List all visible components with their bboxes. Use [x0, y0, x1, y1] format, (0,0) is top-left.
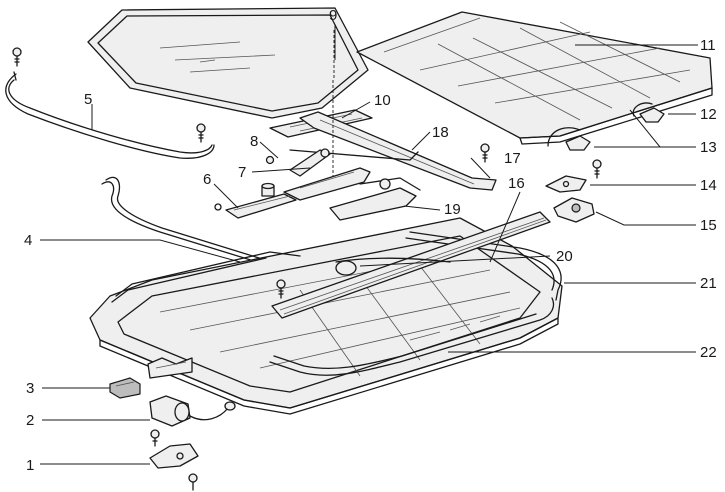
callout-11: 11: [700, 37, 716, 54]
callout-14: 14: [700, 177, 717, 194]
drive-cable: [101, 176, 273, 267]
glass-panel: [87, 7, 369, 119]
callout-3: 3: [26, 380, 34, 397]
clip-13a: [547, 127, 591, 151]
guide-block-15: [553, 197, 595, 223]
bracket-1: [149, 443, 199, 469]
rail-22: [269, 297, 555, 376]
callout-7: 7: [238, 164, 246, 181]
callout-17: 17: [504, 150, 521, 167]
screw-14: [592, 159, 602, 179]
motor-2: [149, 395, 236, 427]
wind-deflector-16: [271, 211, 551, 319]
callout-8: 8: [250, 133, 258, 150]
guide-rail-17: [299, 111, 497, 191]
callout-20: 20: [556, 248, 573, 265]
callout-1: 1: [26, 457, 34, 474]
callout-15: 15: [700, 217, 717, 234]
sunroof-frame: [89, 217, 563, 415]
callout-9: 9: [329, 7, 337, 24]
leader-lines: [40, 24, 698, 465]
rail-21: [405, 231, 562, 301]
callout-13: 13: [700, 139, 717, 156]
callout-4: 4: [24, 232, 32, 249]
screw-1: [188, 473, 198, 491]
bracket-6: [214, 193, 297, 219]
bushing-6: [261, 182, 275, 197]
slider-assembly: [283, 167, 421, 221]
lever-7: [289, 148, 331, 177]
sunshade-panel: [356, 11, 713, 145]
callout-19: 19: [444, 201, 461, 218]
callout-21: 21: [700, 275, 717, 292]
mount-bracket: [147, 357, 193, 379]
screw-5b: [196, 123, 206, 143]
callout-22: 22: [700, 344, 717, 361]
pin-8: [265, 155, 275, 165]
callout-10: 10: [374, 92, 391, 109]
callout-18: 18: [432, 124, 449, 141]
callout-2: 2: [26, 412, 34, 429]
left-rail: [111, 251, 301, 303]
screw-5a: [12, 47, 22, 67]
callout-6: 6: [203, 171, 211, 188]
screw-2: [150, 429, 160, 447]
screw-17: [480, 143, 490, 163]
callout-labels: 1 2 3 4 5 6 7 8 9 10 11 12 13 14 15 16 1…: [24, 7, 717, 474]
deflector-bar-20: [335, 257, 451, 276]
switch-3: [109, 377, 141, 399]
screw-frame: [276, 279, 286, 299]
callout-5: 5: [84, 91, 92, 108]
seal-strip: [5, 71, 215, 159]
callout-16: 16: [508, 175, 525, 192]
bracket-14: [545, 175, 587, 193]
callout-12: 12: [700, 106, 717, 123]
